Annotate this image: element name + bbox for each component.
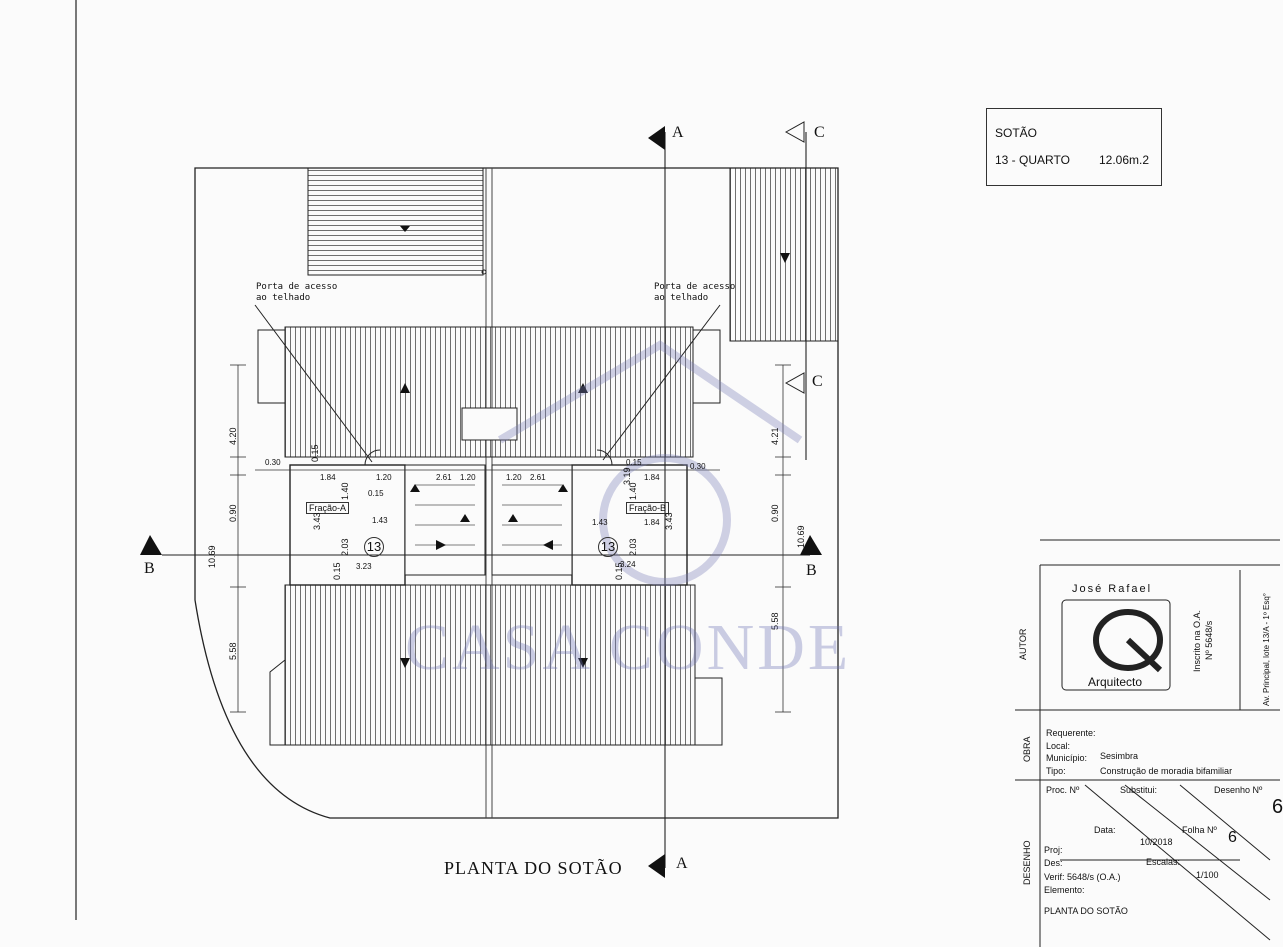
dim-3-24: 3.24 [620,560,636,569]
local-label: Local: [1046,741,1071,751]
watermark-logo [497,340,803,586]
dim-4-21: 4.21 [770,427,780,445]
elemento-label: Elemento: [1044,885,1085,895]
des-label: Des: [1044,858,1063,868]
desenho-label: DESENHO [1022,840,1032,885]
dim-0-30-left: 0.30 [265,458,281,467]
municipio-value: Sesimbra [1100,751,1139,761]
section-marker-b-left [140,535,162,555]
proc-label: Proc. Nº [1046,785,1080,795]
architect-role: Arquitecto [1086,675,1145,689]
architect-logo [1061,599,1171,691]
dim-0-15-b: 0.15 [626,458,642,467]
desenho-no-label: Desenho Nº [1214,785,1263,795]
municipio-label: Município: [1046,753,1088,763]
obra-label: OBRA [1022,736,1032,762]
dim-2-61-a: 2.61 [436,473,452,482]
author-label: AUTOR [1018,628,1028,660]
dim-0-15-bot-a: 0.15 [332,562,342,580]
fraction-b-label: Fração-B [626,502,670,514]
stair-a [404,464,486,576]
dim-0-90-right: 0.90 [770,504,780,522]
dim-10-69-left: 10.69 [207,545,217,568]
section-marker-b-right [800,535,822,555]
dim-1-20-a2: 1.20 [460,473,476,482]
dim-2-03-b: 2.03 [628,538,638,556]
section-marker-a-bottom [648,854,665,878]
registration-1: Inscrito na O.A. [1192,609,1202,672]
proj-label: Proj: [1044,845,1063,855]
site-boundary [194,167,839,819]
data-value: 10/2018 [1140,837,1173,847]
dim-1-20-a1: 1.20 [376,473,392,482]
elemento-value: PLANTA DO SOTÃO [1044,906,1128,916]
room-number-a: 13 [364,537,384,557]
roof-access-note-b-1: Porta de acesso [654,282,736,292]
fraction-a-label: Fração-A [306,502,350,514]
dim-0-15-top-a: 0.15 [310,444,320,462]
architect-name: José Rafael [1072,583,1153,595]
roof-access-note-b-2: ao telhado [654,293,709,303]
dim-5-58-left: 5.58 [228,642,238,660]
dim-2-03-a: 2.03 [340,538,350,556]
legend-room: 13 - QUARTO [995,153,1070,167]
section-label-b-left: B [144,560,155,577]
dim-2-61-b: 2.61 [530,473,546,482]
verif-label: Verif: 5648/s (O.A.) [1044,872,1121,882]
dim-1-20-b1: 1.20 [506,473,522,482]
section-label-c-mid: C [812,373,823,390]
desenho-no-value: 6 [1272,796,1283,818]
room-legend: SOTÃO 13 - QUARTO 12.06m.2 [986,108,1162,186]
dim-0-30-right: 0.30 [690,462,706,471]
roof-access-note-a-2: ao telhado [256,293,311,303]
room-number-b: 13 [598,537,618,557]
watermark-text: CASA CONDE [405,611,852,684]
section-marker-c-mid [784,372,805,394]
dim-10-69-right: 10.69 [796,525,806,548]
tipo-label: Tipo: [1046,766,1066,776]
section-label-a-top: A [672,124,684,141]
folha-label: Folha Nº [1182,825,1217,835]
dim-3-43-a: 3.43 [312,512,322,530]
folha-value: 6 [1228,829,1237,846]
section-label-b-right: B [806,562,817,579]
tipo-value: Construção de moradia bifamiliar [1100,766,1233,776]
escalas-label: Escalas: [1146,857,1181,867]
legend-area: 12.06m.2 [1099,153,1150,167]
requerente-label: Requerente: [1046,728,1096,738]
roof-access-note-a-1: Porta de acesso [256,282,338,292]
data-label: Data: [1094,825,1116,835]
section-marker-a-top [648,126,665,150]
dim-3-23: 3.23 [356,562,372,571]
room-a [289,464,406,586]
dim-1-84-right: 1.84 [644,473,660,482]
dim-1-40-a: 1.40 [340,482,350,500]
escalas-value: 1/100 [1196,870,1219,880]
legend-floor: SOTÃO [995,126,1038,140]
dim-1-84-left: 1.84 [320,473,336,482]
dim-0-90-left: 0.90 [228,504,238,522]
room-b [571,464,688,586]
substitui-label: Substitui: [1120,785,1158,795]
dim-3-43-b: 3.43 [664,512,674,530]
section-label-a-bottom: A [676,855,688,872]
dim-1-43-a: 1.43 [372,516,388,525]
stair-b [491,464,573,576]
dim-1-43-b: 1.43 [592,518,608,527]
registration-2: Nº 5648/s [1204,620,1214,660]
dim-0-15-bot-b: 0.15 [614,562,624,580]
terrace-left [307,167,484,276]
dim-1-84-b2: 1.84 [644,518,660,527]
roof-lower [284,584,696,746]
section-label-c-top: C [814,124,825,141]
dim-1-40-b: 1.40 [628,482,638,500]
plan-title: PLANTA DO SOTÃO [444,858,623,878]
address: Av. Principal, lote 13/A - 1º Esq° [1262,593,1271,706]
dim-0-15-a: 0.15 [368,489,384,498]
skylight [461,407,518,441]
section-marker-c-top [784,121,805,143]
dim-4-20: 4.20 [228,427,238,445]
